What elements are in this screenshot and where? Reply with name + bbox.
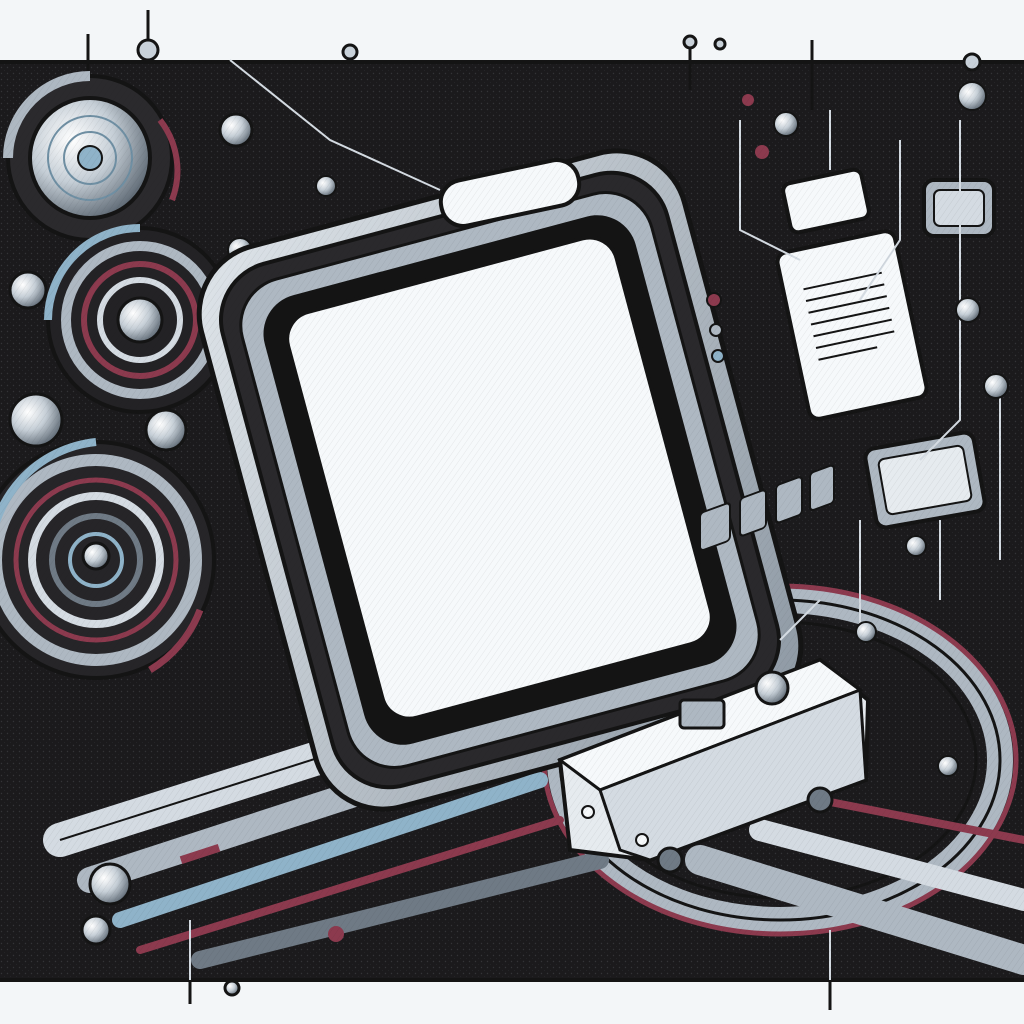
illustration [0,10,1024,1010]
illustration-canvas [0,10,1024,1010]
